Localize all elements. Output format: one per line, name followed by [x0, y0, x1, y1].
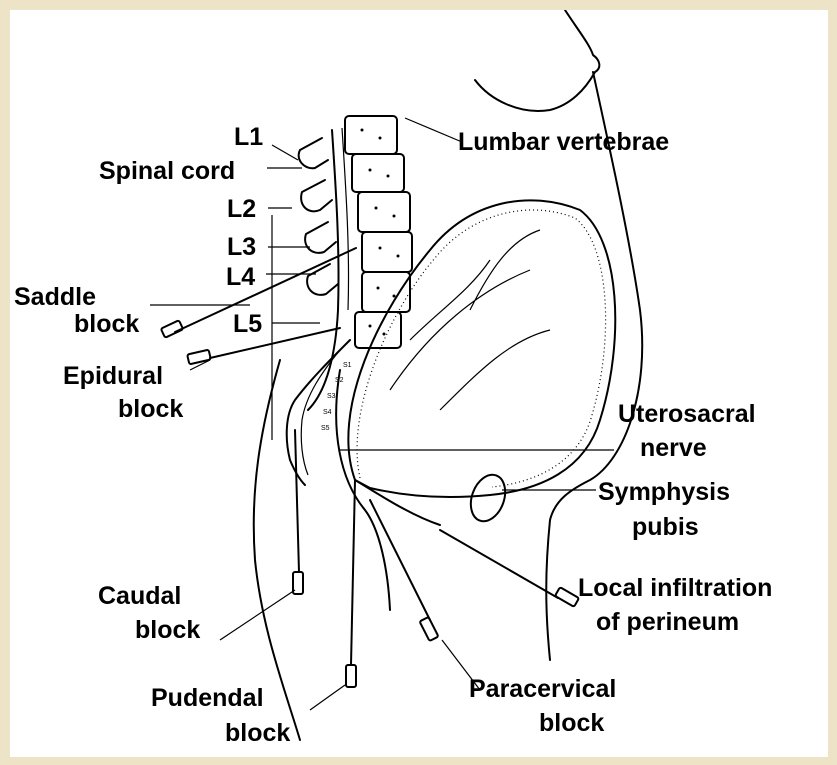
vertebral-column — [345, 116, 412, 348]
label-local-infiltration-line1: Local infiltration — [578, 574, 772, 602]
abdomen-outline — [546, 72, 642, 660]
label-pudendal-block-line2: block — [225, 719, 290, 747]
label-saddle-block-line2: block — [74, 310, 139, 338]
svg-text:S4: S4 — [323, 409, 332, 416]
label-spinal-cord: Spinal cord — [99, 157, 235, 185]
label-saddle-block-line1: Saddle — [14, 283, 96, 311]
svg-text:S3: S3 — [327, 393, 336, 400]
label-uterosacral-nerve-line1: Uterosacral — [618, 400, 756, 428]
svg-text:S1: S1 — [343, 362, 352, 369]
pudendal-needle — [346, 480, 356, 687]
cervix — [355, 480, 440, 525]
label-epidural-block-line2: block — [118, 395, 183, 423]
label-symphysis-pubis-line2: pubis — [632, 513, 699, 541]
label-epidural-block-line1: Epidural — [63, 362, 163, 390]
caudal-needle — [293, 430, 303, 594]
label-L3: L3 — [227, 233, 256, 261]
label-pudendal-block-line1: Pudendal — [151, 684, 264, 712]
epidural-needle — [187, 328, 340, 364]
label-L1: L1 — [234, 123, 263, 151]
local-infiltration-needle — [440, 530, 579, 607]
svg-text:S5: S5 — [321, 425, 330, 432]
label-L5: L5 — [233, 310, 262, 338]
label-local-infiltration-line2: of perineum — [596, 608, 739, 636]
back-outline — [254, 360, 300, 740]
fetus-contour — [390, 230, 550, 410]
label-uterosacral-nerve-line2: nerve — [640, 434, 707, 462]
svg-text:S2: S2 — [335, 377, 344, 384]
breast-outline — [475, 10, 599, 111]
label-L2: L2 — [227, 195, 256, 223]
label-caudal-block-line1: Caudal — [98, 582, 181, 610]
symphysis-pubis-shape — [465, 470, 511, 526]
label-lumbar-vertebrae: Lumbar vertebrae — [458, 128, 669, 156]
label-paracervical-block-line1: Paracervical — [469, 675, 616, 703]
leader-lines — [150, 118, 614, 710]
label-caudal-block-line2: block — [135, 616, 200, 644]
label-symphysis-pubis-line1: Symphysis — [598, 478, 730, 506]
label-L4: L4 — [226, 263, 255, 291]
label-paracervical-block-line2: block — [539, 709, 604, 737]
